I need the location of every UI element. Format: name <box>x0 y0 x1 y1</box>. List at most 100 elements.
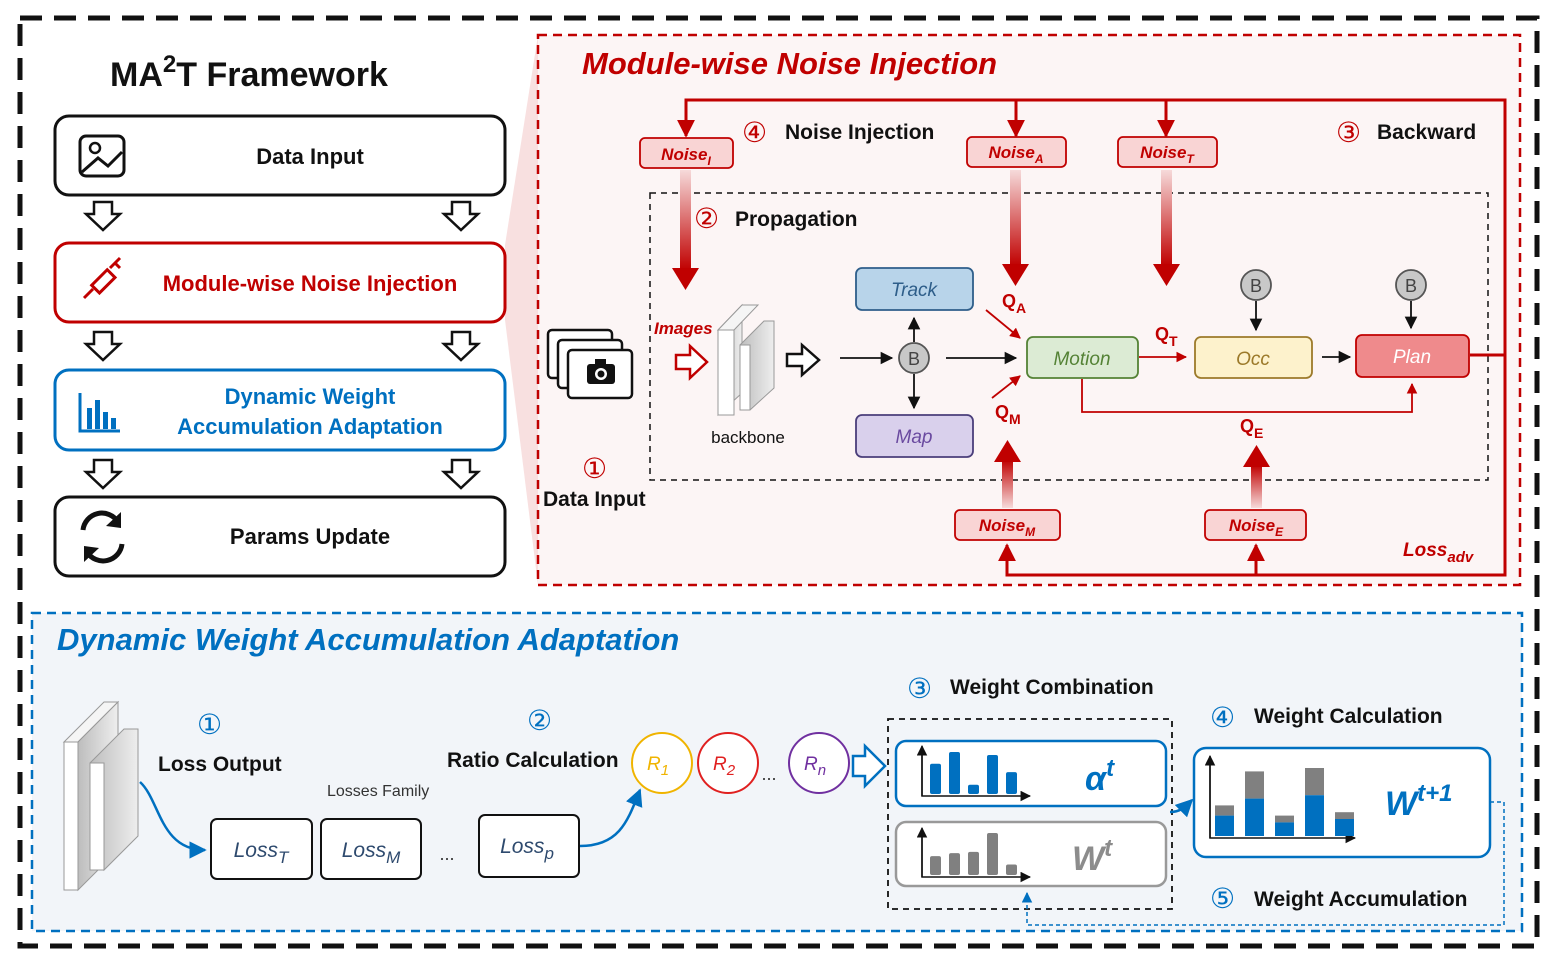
w-next-blue-bar <box>1305 795 1324 836</box>
svg-text:R1: R1 <box>647 754 669 779</box>
outer-frame <box>17 15 1540 949</box>
w-chart-box <box>894 820 1168 888</box>
noise-i-box: NoiseI <box>639 137 734 169</box>
noise-a-box: NoiseA <box>966 136 1067 168</box>
step-params-update-label: Params Update <box>230 524 390 549</box>
w-bar <box>968 851 979 875</box>
w-next-blue-bar <box>1245 798 1264 836</box>
bev-node <box>898 342 930 374</box>
injection-arrows <box>672 170 1270 508</box>
step-dwaa-label-line1: Dynamic Weight <box>225 384 396 409</box>
losses-family-label: Losses Family <box>327 783 429 800</box>
w-next-gray-bar <box>1275 815 1294 823</box>
w-next-gray-bar <box>1215 805 1234 816</box>
motion-module: Motion <box>1026 336 1139 379</box>
propagation-box <box>649 192 1489 481</box>
svg-text:NoiseE: NoiseE <box>1229 516 1284 539</box>
backward-loop-bottom <box>998 353 1507 577</box>
alpha-t-label: αt <box>1085 755 1115 798</box>
noise-m-box: NoiseM <box>954 509 1061 541</box>
step-noise-injection-box <box>53 241 507 324</box>
svg-text:Lossp: Lossp <box>500 835 554 863</box>
w-next-label: Wt+1 <box>1385 780 1452 823</box>
svg-text:Occ: Occ <box>1236 349 1270 370</box>
svg-text:Track: Track <box>891 280 939 301</box>
svg-text:Rn: Rn <box>804 754 826 779</box>
w-bar <box>930 856 941 875</box>
image-icon <box>78 134 126 178</box>
svg-text:LossT: LossT <box>234 839 290 867</box>
svg-text:Motion: Motion <box>1053 349 1110 370</box>
images-label: Images <box>654 319 713 338</box>
noise-panel-title: Module-wise Noise Injection <box>582 46 997 81</box>
step2-label: Propagation <box>735 208 858 231</box>
step-dwaa-box <box>53 368 507 452</box>
w-bar <box>949 853 960 875</box>
dwaa-step3-num: ③ <box>907 672 932 705</box>
svg-text:Plan: Plan <box>1393 347 1431 368</box>
alpha-bar <box>930 763 941 794</box>
occ-module: Occ <box>1194 336 1313 379</box>
loss-p-box: Lossp <box>478 814 580 878</box>
alpha-bar <box>1006 772 1017 794</box>
loss-output-stack-icon <box>62 700 139 892</box>
step-params-update-box <box>53 495 507 578</box>
bev-node-occ <box>1240 269 1272 301</box>
backbone-icon <box>716 303 775 417</box>
dwaa-panel: Dynamic Weight Accumulation Adaptation ①… <box>30 611 1524 933</box>
noise-e-box: NoiseE <box>1204 509 1307 541</box>
svg-text:NoiseT: NoiseT <box>1140 143 1195 166</box>
ratio-r2: R2 <box>697 732 759 794</box>
svg-text:B: B <box>1405 276 1417 296</box>
zoom-connector <box>505 35 538 585</box>
svg-text:R2: R2 <box>713 754 736 779</box>
step-noise-injection-label: Module-wise Noise Injection <box>163 271 458 296</box>
w-next-gray-bar <box>1245 771 1264 799</box>
framework-title: MA2T Framework <box>110 51 388 94</box>
svg-text:Map: Map <box>896 427 933 448</box>
alpha-bar <box>987 754 998 794</box>
dwaa-step1-label: Loss Output <box>158 753 282 776</box>
step3-label: Backward <box>1377 121 1476 144</box>
hollow-arrows-1 <box>82 200 482 232</box>
dwaa-step3-label: Weight Combination <box>950 676 1154 699</box>
images-input-arrow <box>674 343 709 381</box>
dwaa-step5-num: ⑤ <box>1210 882 1235 915</box>
alpha-bar <box>968 784 979 794</box>
syringe-icon <box>82 256 122 300</box>
bar-chart-icon <box>78 393 120 433</box>
dwaa-step5-label: Weight Accumulation <box>1254 888 1468 911</box>
dwaa-step4-num: ④ <box>1210 701 1235 734</box>
w-t-label: Wt <box>1072 835 1113 878</box>
bev-node-plan <box>1395 269 1427 301</box>
svg-text:NoiseM: NoiseM <box>979 516 1036 539</box>
query-e-label: QE <box>1240 416 1263 441</box>
ratios-to-combination-arrow <box>851 742 887 790</box>
hollow-arrows-3 <box>82 458 482 490</box>
step4-num: ④ <box>742 116 767 149</box>
dwaa-panel-title: Dynamic Weight Accumulation Adaptation <box>57 622 679 657</box>
loss-m-box: LossM <box>320 818 422 880</box>
plan-module: Plan <box>1355 334 1470 378</box>
svg-text:NoiseA: NoiseA <box>989 143 1044 166</box>
step1-label: Data Input <box>543 488 646 511</box>
step1-num: ① <box>582 452 607 485</box>
query-t-label: QT <box>1155 324 1178 349</box>
hollow-arrows-2 <box>82 330 482 362</box>
query-m-label: QM <box>995 402 1021 427</box>
weight-accumulation-loop <box>1021 801 1505 926</box>
step-data-input-box <box>53 114 507 197</box>
w-next-blue-bar <box>1335 819 1354 836</box>
backbone-label: backbone <box>711 428 785 447</box>
alpha-bars <box>930 752 1017 794</box>
step2-num: ② <box>694 202 719 235</box>
camera-images-icon <box>546 328 634 400</box>
query-a-label: QA <box>1002 291 1026 316</box>
step4-label: Noise Injection <box>785 121 934 144</box>
backbone-out-arrow <box>785 342 821 378</box>
ratio-rn: Rn <box>788 732 850 794</box>
motion-to-plan-arrow <box>1081 379 1418 413</box>
noise-injection-panel: Module-wise Noise Injection ④ Noise Inje… <box>536 33 1522 587</box>
step-data-input-label: Data Input <box>256 144 364 169</box>
